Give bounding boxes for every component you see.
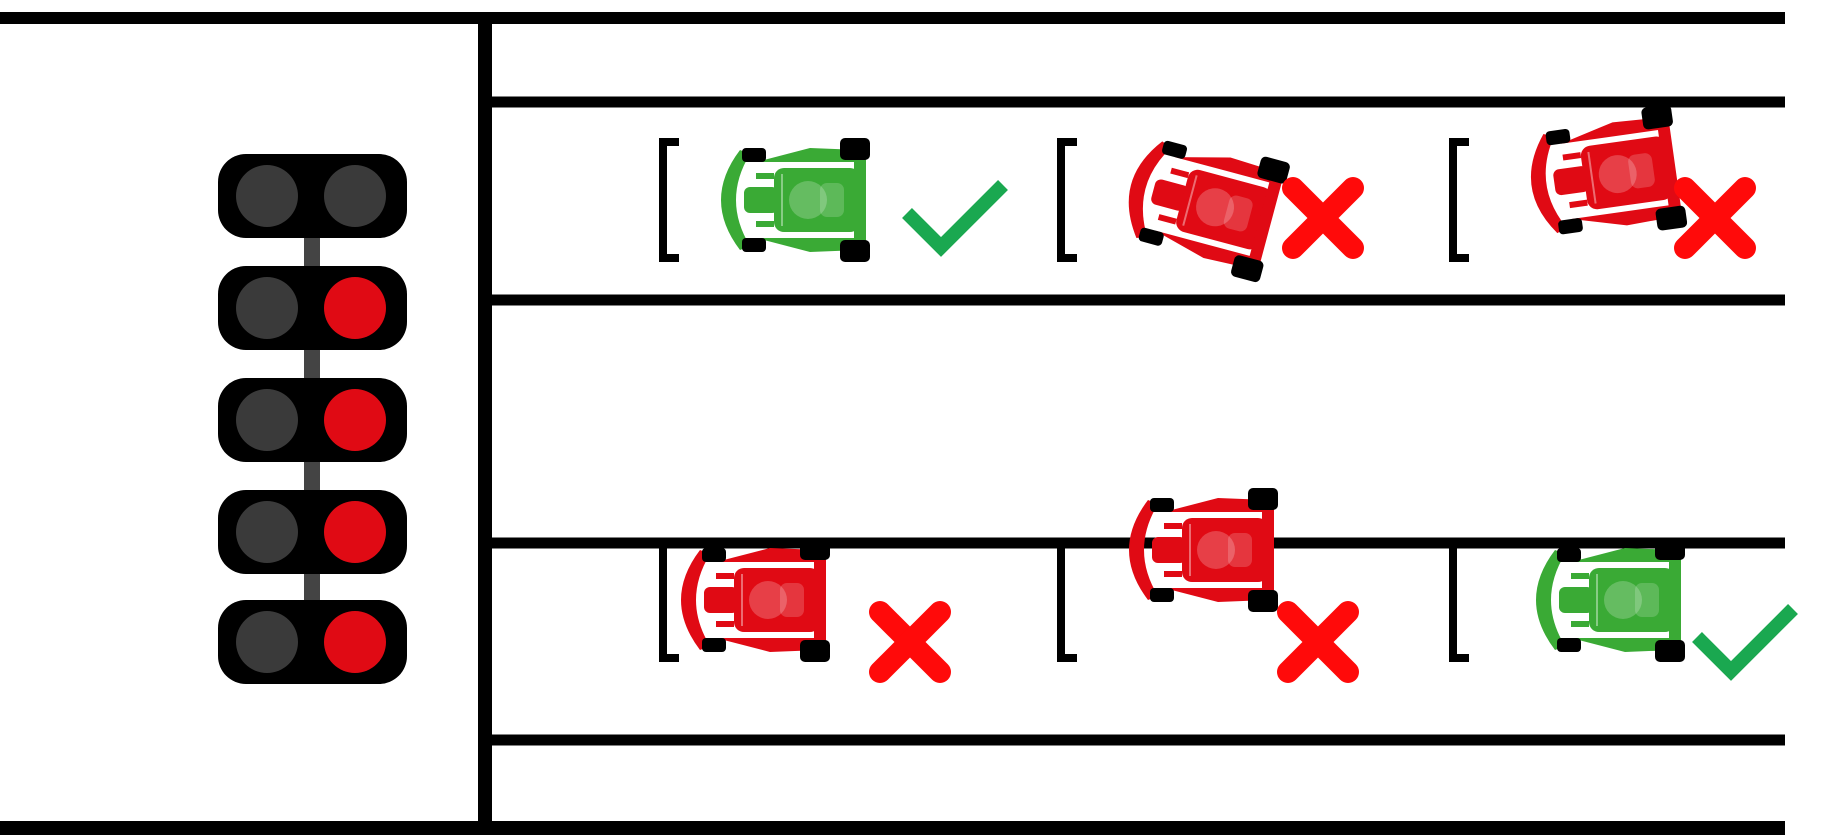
kart-slot-lower-2 bbox=[1061, 488, 1348, 672]
kart-icon bbox=[681, 538, 830, 662]
lamp-left bbox=[236, 165, 298, 227]
kart-correct bbox=[1536, 538, 1685, 662]
light-row bbox=[218, 490, 407, 574]
lamp-left bbox=[236, 501, 298, 563]
light-row bbox=[218, 266, 407, 350]
grid-box-bracket bbox=[1453, 542, 1469, 658]
light-row bbox=[218, 154, 407, 238]
kart-slot-upper-1 bbox=[663, 138, 1003, 262]
kart-slot-upper-3 bbox=[1453, 104, 1745, 258]
grid-box-bracket bbox=[663, 142, 679, 258]
lamp-left bbox=[236, 277, 298, 339]
check-icon bbox=[1697, 609, 1793, 671]
kart-icon bbox=[1536, 538, 1685, 662]
lamp-left bbox=[236, 611, 298, 673]
lamp-right bbox=[324, 501, 386, 563]
cross-icon bbox=[1288, 612, 1348, 672]
kart-icon bbox=[721, 138, 870, 262]
lamp-right bbox=[324, 389, 386, 451]
light-row bbox=[218, 378, 407, 462]
kart-icon bbox=[1115, 125, 1291, 283]
grid-box-bracket bbox=[663, 542, 679, 658]
lamp-left bbox=[236, 389, 298, 451]
kart-icon bbox=[1523, 104, 1688, 248]
kart-slot-lower-1 bbox=[663, 538, 940, 672]
kart-correct bbox=[721, 138, 870, 262]
kart-slot-lower-3 bbox=[1453, 538, 1793, 671]
cross-icon bbox=[1685, 188, 1745, 248]
lamp-right bbox=[324, 611, 386, 673]
grid-box-bracket bbox=[1453, 142, 1469, 258]
cross-icon bbox=[880, 612, 940, 672]
kart-incorrect bbox=[1523, 104, 1688, 248]
light-row bbox=[218, 600, 407, 684]
lamp-right bbox=[324, 277, 386, 339]
grid-box-bracket bbox=[1061, 142, 1077, 258]
kart-icon bbox=[1129, 488, 1278, 612]
cross-icon bbox=[1293, 188, 1353, 248]
kart-incorrect bbox=[681, 538, 830, 662]
check-icon bbox=[907, 185, 1003, 247]
kart-incorrect bbox=[1115, 125, 1291, 283]
start-light-panel bbox=[218, 154, 407, 684]
kart-incorrect bbox=[1129, 488, 1278, 612]
grid-box-bracket bbox=[1061, 542, 1077, 658]
kart-slot-upper-2 bbox=[1061, 125, 1353, 283]
kart-grid bbox=[663, 104, 1793, 672]
lamp-right bbox=[324, 165, 386, 227]
